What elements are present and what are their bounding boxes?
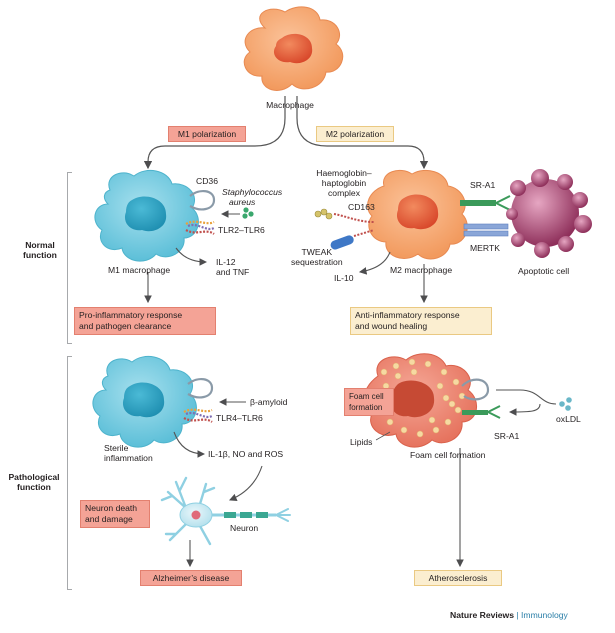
lipid-droplet xyxy=(442,394,450,402)
bacteria-icon xyxy=(242,207,254,219)
lipid-droplet xyxy=(380,368,388,376)
m1-polarization-label: M1 polarization xyxy=(168,126,246,142)
il12-arrow xyxy=(175,247,208,266)
neuron-cell xyxy=(160,476,291,546)
beta-amyloid-label: β-amyloid xyxy=(250,397,288,407)
pathological-function-label: Pathological function xyxy=(8,472,60,493)
cd36-label: CD36 xyxy=(196,176,218,186)
lipids-pointer xyxy=(375,431,391,441)
m1-macrophage-label: M1 macrophage xyxy=(108,265,171,275)
macrophage-label: Macrophage xyxy=(266,100,314,110)
alzheimers-box: Alzheimer’s disease xyxy=(140,570,242,586)
lipid-droplet xyxy=(408,358,416,366)
lipid-droplet xyxy=(436,382,444,390)
m1-macrophage-cell xyxy=(94,169,199,262)
lipid-droplet xyxy=(386,418,394,426)
il1b-label: IL-1β, NO and ROS xyxy=(208,449,284,459)
il12-tnf-label: IL-12 and TNF xyxy=(216,257,250,278)
sr-a1-receptor xyxy=(460,195,511,211)
staph-label-line1: Staphylococcus xyxy=(222,187,283,197)
sterile-macrophage-cell xyxy=(92,355,197,448)
pro-inflammatory-box: Pro-inflammatory response and pathogen c… xyxy=(74,307,216,335)
oxldl-arrows xyxy=(496,389,557,412)
lipid-droplet xyxy=(410,368,418,376)
foam-sr-a1-receptor xyxy=(462,405,501,419)
tlr4-tlr6-label: TLR4–TLR6 xyxy=(216,413,263,423)
anti-inflammatory-box: Anti-inflammatory response and wound hea… xyxy=(350,307,492,335)
atherosclerosis-box: Atherosclerosis xyxy=(414,570,502,586)
lipid-droplet xyxy=(424,360,432,368)
polarization-arrows xyxy=(143,96,429,170)
mertk-label: MERTK xyxy=(470,243,500,253)
lipid-droplet xyxy=(416,430,424,438)
credit-separator: | xyxy=(514,610,522,620)
oxldl-label: oxLDL xyxy=(556,414,581,424)
neuron-death-box: Neuron death and damage xyxy=(80,500,150,528)
tlr4-tlr6-receptor xyxy=(183,408,213,423)
normal-function-label: Normal function xyxy=(23,240,57,261)
tlr2-tlr6-label: TLR2–TLR6 xyxy=(218,225,265,235)
il10-arrow xyxy=(358,251,391,275)
lipid-droplet xyxy=(444,418,452,426)
lipid-droplet xyxy=(448,400,456,408)
lipid-droplet xyxy=(392,362,400,370)
cd163-receptor xyxy=(314,208,375,223)
lipid-droplet xyxy=(428,416,436,424)
neuron-label: Neuron xyxy=(230,523,259,533)
tweak-icon xyxy=(330,229,375,250)
lipid-droplet xyxy=(432,426,440,434)
apoptotic-cell-label: Apoptotic cell xyxy=(518,266,570,276)
macrophage-cell xyxy=(243,6,344,91)
cd163-label: CD163 xyxy=(348,202,375,212)
staph-label-line2: aureus xyxy=(229,197,256,207)
sterile-inflammation-label: Sterile inflammation xyxy=(104,443,153,464)
il10-label: IL-10 xyxy=(334,273,354,283)
journal-name: Nature Reviews xyxy=(450,610,515,620)
m2-macrophage-label: M2 macrophage xyxy=(390,265,453,275)
lipid-droplet xyxy=(440,368,448,376)
lipid-droplet xyxy=(400,426,408,434)
m2-macrophage-cell xyxy=(367,170,468,260)
oxldl-icon xyxy=(559,397,572,411)
pathological-function-brace xyxy=(67,356,72,590)
lipid-droplet xyxy=(454,406,462,414)
il1b-to-neuron-arrow xyxy=(228,465,263,502)
foam-sr-a1-label: SR-A1 xyxy=(494,431,520,441)
cd36-receptor xyxy=(189,190,216,211)
lipid-droplet xyxy=(394,372,402,380)
foam-cell-formation-box: Foam cell formation xyxy=(344,388,394,416)
tlr2-tlr6-receptor xyxy=(185,220,215,235)
foam-cd36-receptor xyxy=(461,378,490,401)
mertk-receptor xyxy=(463,223,509,237)
il1b-arrow xyxy=(173,431,206,458)
lipid-droplet xyxy=(452,378,460,386)
cd36-receptor-pathological xyxy=(187,378,214,399)
m2-polarization-label: M2 polarization xyxy=(316,126,394,142)
journal-section: Immunology xyxy=(521,610,568,620)
foam-cell-formation-label: Foam cell formation xyxy=(410,450,486,460)
haemoglobin-complex-label: Haemoglobin– haptoglobin complex xyxy=(316,168,372,199)
apoptotic-cell xyxy=(506,169,592,258)
tweak-label: TWEAK sequestration xyxy=(291,247,343,268)
lipids-label: Lipids xyxy=(350,437,373,447)
normal-function-brace xyxy=(67,172,72,344)
sr-a1-label: SR-A1 xyxy=(470,180,496,190)
journal-credit: Nature Reviews | Immunology xyxy=(450,610,568,620)
